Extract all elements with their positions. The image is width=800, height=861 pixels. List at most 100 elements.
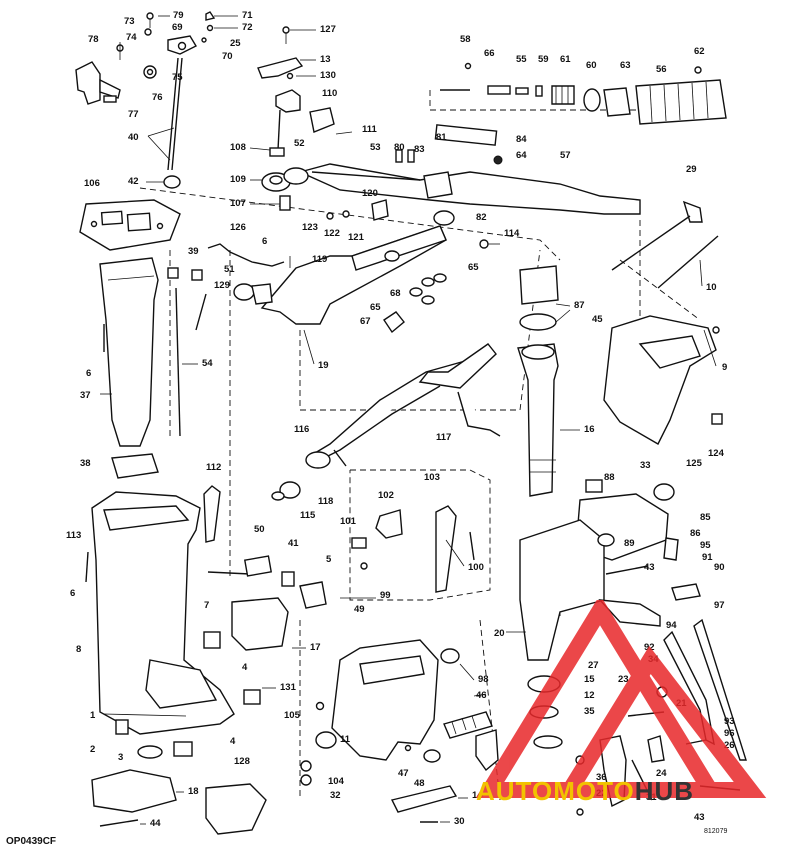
callout-25: 25 — [230, 38, 241, 49]
callout-89: 89 — [624, 538, 635, 549]
callout-98: 98 — [478, 674, 489, 685]
callout-24: 24 — [656, 768, 667, 779]
callout-33: 33 — [640, 460, 651, 471]
callout-76: 76 — [152, 92, 163, 103]
callout-50: 50 — [254, 524, 265, 535]
callout-11: 11 — [340, 734, 351, 745]
callout-84: 84 — [516, 134, 527, 145]
callout-131: 131 — [280, 682, 297, 693]
callout-103: 103 — [424, 472, 440, 483]
diagram-code-right: 812079 — [704, 828, 728, 835]
callout-109: 109 — [230, 174, 246, 185]
callout-116: 116 — [294, 424, 309, 435]
callout-36: 36 — [596, 772, 607, 783]
callout-40: 40 — [128, 132, 139, 143]
callout-123: 123 — [302, 222, 318, 233]
callout-67: 67 — [360, 316, 371, 327]
callout-65b: 65 — [370, 302, 381, 313]
callout-119: 119 — [312, 254, 327, 265]
callout-6c: 6 — [70, 588, 75, 599]
callout-2: 2 — [90, 744, 95, 755]
callout-93: 93 — [724, 716, 735, 727]
callout-65a: 65 — [468, 262, 479, 273]
callout-130: 130 — [320, 70, 336, 81]
stern-bracket-assembly — [517, 200, 723, 661]
callout-71: 71 — [242, 10, 253, 21]
callout-120: 120 — [362, 188, 378, 199]
leader-lines — [100, 15, 717, 825]
callout-16: 16 — [584, 424, 595, 435]
callout-108: 108 — [230, 142, 246, 153]
shift-lever-assembly — [75, 11, 216, 171]
callout-99: 99 — [380, 590, 391, 601]
callout-38: 38 — [80, 458, 91, 469]
callout-94: 94 — [666, 620, 677, 631]
callout-8: 8 — [76, 644, 81, 655]
callout-66: 66 — [484, 48, 495, 59]
callout-46: 46 — [476, 690, 487, 701]
callout-125: 125 — [686, 458, 703, 469]
exhaust-housing — [99, 257, 203, 479]
callout-82: 82 — [476, 212, 487, 223]
callout-74: 74 — [126, 32, 137, 43]
callout-60: 60 — [586, 60, 597, 71]
callout-100: 100 — [468, 562, 484, 573]
callout-54: 54 — [202, 358, 213, 369]
callout-23: 23 — [618, 674, 629, 685]
callout-86: 86 — [690, 528, 701, 539]
callout-15: 15 — [584, 674, 595, 685]
callout-56: 56 — [656, 64, 667, 75]
callout-90: 90 — [714, 562, 725, 573]
callout-72: 72 — [242, 22, 253, 33]
callout-53: 53 — [370, 142, 381, 153]
callout-107: 107 — [230, 198, 246, 209]
callout-117: 117 — [436, 432, 451, 443]
callout-113: 113 — [66, 530, 81, 541]
callout-85: 85 — [700, 512, 711, 523]
callout-127: 127 — [320, 24, 336, 35]
diagram-code-left: OP0439CF — [6, 836, 57, 847]
twist-grip-assembly — [440, 62, 727, 125]
callout-81: 81 — [436, 132, 447, 143]
callout-61: 61 — [560, 54, 571, 65]
callout-91: 91 — [702, 552, 713, 563]
callout-63: 63 — [620, 60, 631, 71]
callout-114: 114 — [504, 228, 520, 239]
watermark-triangle-icon — [475, 594, 767, 798]
callout-115: 115 — [300, 510, 316, 521]
swivel-bracket — [300, 639, 499, 823]
callout-75: 75 — [172, 72, 183, 83]
callout-128: 128 — [234, 756, 250, 767]
callout-62: 62 — [694, 46, 705, 57]
callout-57: 57 — [560, 150, 571, 161]
callout-97: 97 — [714, 600, 725, 611]
callout-13: 13 — [320, 54, 331, 65]
shift-linkage-lower — [351, 505, 475, 593]
shift-linkage-top — [257, 26, 353, 211]
callout-17: 17 — [310, 642, 321, 653]
callout-101: 101 — [340, 516, 357, 527]
midsection-housing — [85, 485, 327, 835]
callout-83: 83 — [414, 144, 425, 155]
callout-102: 102 — [378, 490, 394, 501]
callout-48: 48 — [414, 778, 425, 789]
callout-118: 118 — [318, 496, 333, 507]
callout-47: 47 — [398, 768, 409, 779]
callout-122: 122 — [324, 228, 340, 239]
callout-45: 45 — [592, 314, 603, 325]
callout-129: 129 — [214, 280, 230, 291]
callout-104: 104 — [328, 776, 345, 787]
callout-41: 41 — [288, 538, 299, 549]
wiring-harness — [271, 343, 501, 501]
callout-105: 105 — [284, 710, 301, 721]
watermark-text-primary: AUTOMOTO — [476, 776, 635, 806]
callout-19: 19 — [318, 360, 329, 371]
callout-32: 32 — [330, 790, 341, 801]
callout-80: 80 — [394, 142, 405, 153]
watermark-text-secondary: HUB — [634, 776, 695, 806]
callout-9: 9 — [722, 362, 727, 373]
callout-126: 126 — [230, 222, 246, 233]
callout-106: 106 — [84, 178, 100, 189]
